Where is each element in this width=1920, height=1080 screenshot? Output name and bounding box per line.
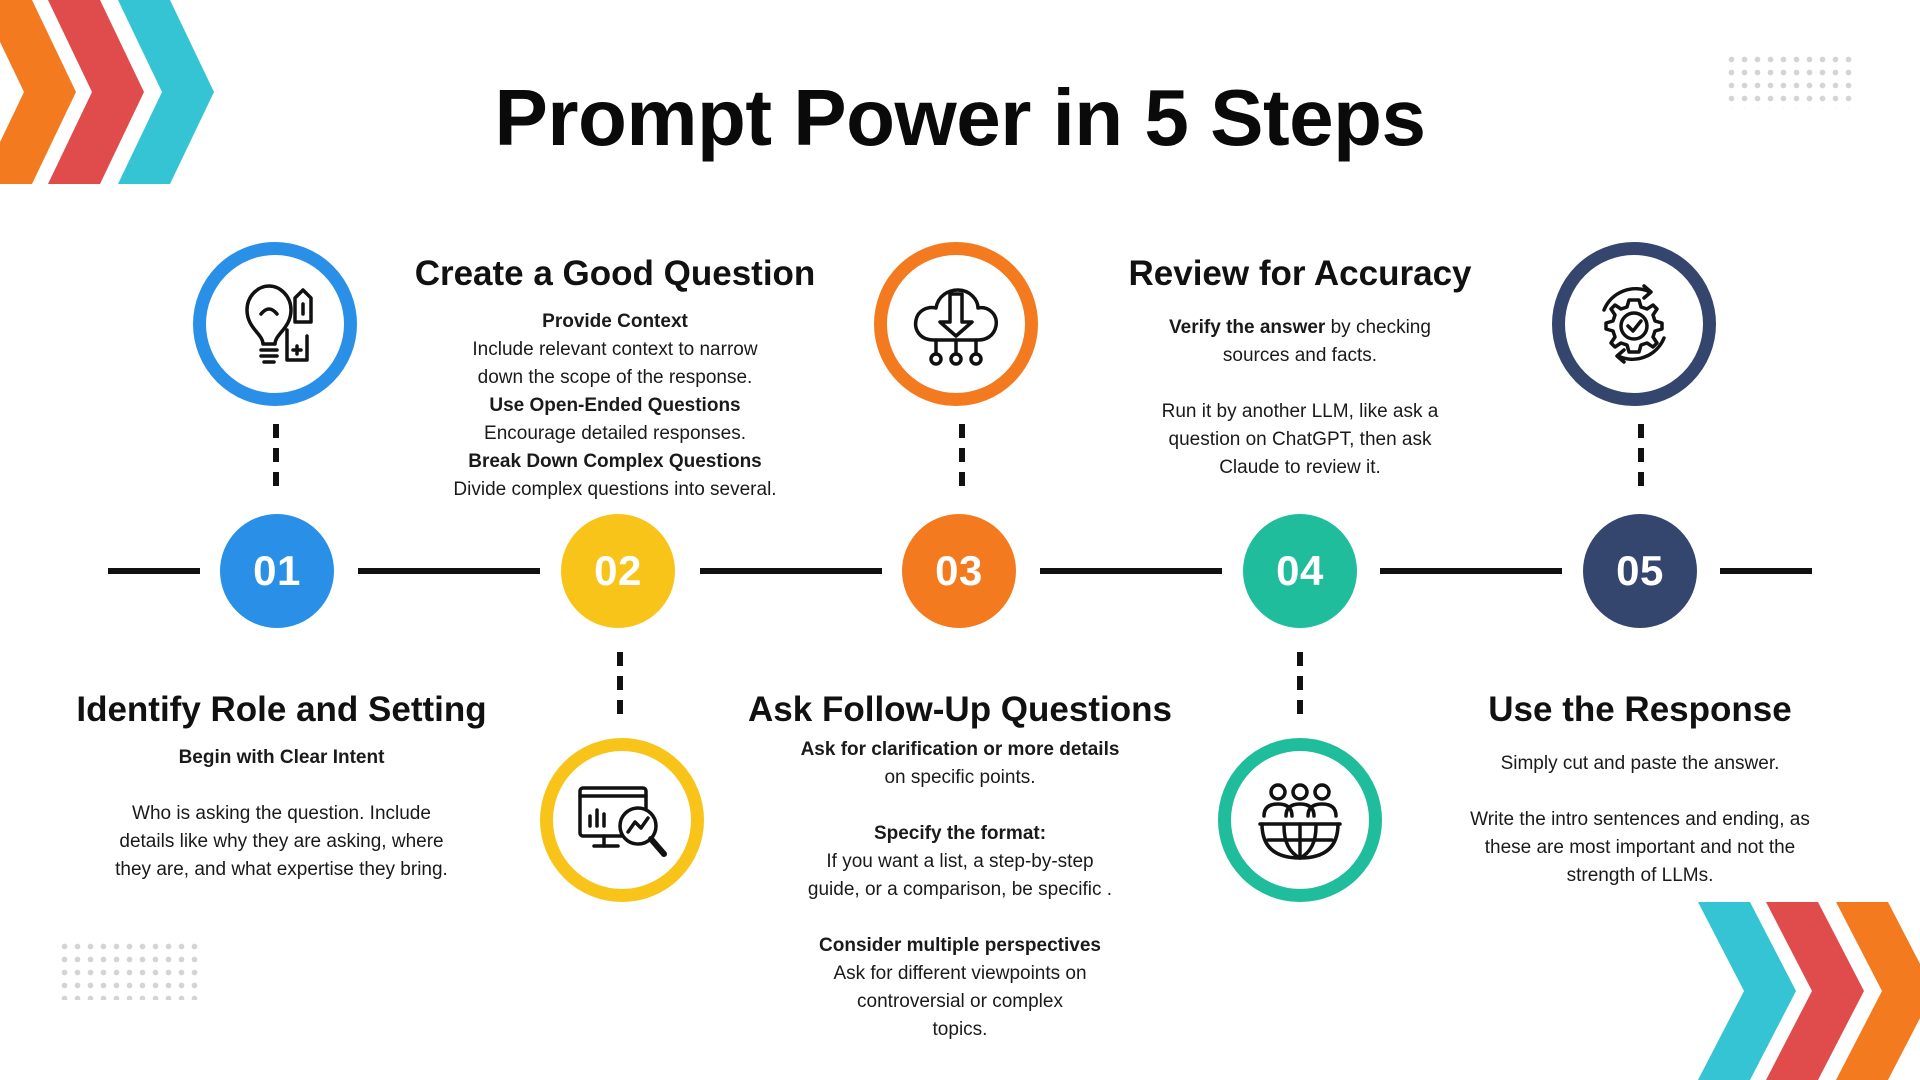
step-03-heading: Ask Follow-Up Questions bbox=[748, 690, 1172, 729]
step-02-heading: Create a Good Question bbox=[414, 254, 816, 293]
step-02-point-2-text: Encourage detailed responses. bbox=[484, 423, 746, 444]
step-02-point-3-label: Break Down Complex Questions bbox=[468, 451, 762, 472]
step-03-para-3-text: Ask for different viewpoints on controve… bbox=[833, 963, 1087, 1040]
step-04-heading: Review for Accuracy bbox=[1128, 254, 1472, 293]
step-05-para-1: Simply cut and paste the answer. bbox=[1500, 753, 1780, 774]
step-02-block: Create a Good Question Provide Context I… bbox=[400, 254, 830, 504]
step-03-para-2-text: If you want a list, a step-by-step guide… bbox=[807, 851, 1113, 900]
step-01-body: Who is asking the question. Include deta… bbox=[115, 803, 448, 880]
gear-check-cycle-icon bbox=[1602, 284, 1666, 364]
step-01-subheading: Begin with Clear Intent bbox=[178, 747, 385, 768]
dot-grid-decoration-bottom-left bbox=[58, 940, 201, 1000]
step-02-point-3-text: Divide complex questions into several. bbox=[453, 479, 777, 500]
timeline-line-segment bbox=[1040, 568, 1222, 574]
page-title: Prompt Power in 5 Steps bbox=[494, 73, 1426, 162]
timeline-line-segment bbox=[358, 568, 540, 574]
cloud-download-icon bbox=[913, 288, 998, 366]
timeline-line-segment bbox=[1380, 568, 1562, 574]
step-05-icon-ring bbox=[1552, 242, 1716, 406]
step-03-para-3-label: Consider multiple perspectives bbox=[819, 935, 1101, 956]
step-03-para-1-rest: on specific points. bbox=[884, 767, 1036, 788]
step-01-icon-ring bbox=[193, 242, 357, 406]
analytics-magnifier-icon bbox=[578, 786, 667, 857]
step-03-para-2-label: Specify the format: bbox=[873, 823, 1047, 844]
chevron-decoration-bottom-right bbox=[1698, 902, 1920, 1080]
step-02-point-2-label: Use Open-Ended Questions bbox=[489, 395, 741, 416]
step-02-point-1-label: Provide Context bbox=[542, 311, 688, 332]
step-03-para-1-bold: Ask for clarification or more details bbox=[800, 739, 1120, 760]
step-01-block: Identify Role and Setting Begin with Cle… bbox=[60, 690, 503, 884]
step-05-block: Use the Response Simply cut and paste th… bbox=[1440, 690, 1840, 890]
step-03-para-1: Ask for clarification or more details on… bbox=[742, 736, 1178, 792]
timeline-line-segment bbox=[108, 568, 200, 574]
step-04-para-1-rest: by checking sources and facts. bbox=[1222, 317, 1431, 366]
step-number-04: 04 bbox=[1243, 514, 1357, 628]
step-05-heading: Use the Response bbox=[1488, 690, 1792, 729]
dashed-connector bbox=[617, 652, 623, 718]
lightbulb-pen-icon bbox=[245, 284, 313, 364]
dot-grid-decoration-top-right bbox=[1725, 53, 1855, 109]
step-04-block: Review for Accuracy Verify the answer by… bbox=[1100, 254, 1500, 482]
dashed-connector bbox=[1638, 424, 1644, 490]
dashed-connector bbox=[273, 424, 279, 490]
step-02-point-1-text: Include relevant context to narrow down … bbox=[472, 339, 758, 388]
step-04-para-2: Run it by another LLM, like ask a questi… bbox=[1161, 401, 1439, 478]
step-number-02: 02 bbox=[561, 514, 675, 628]
step-number-03: 03 bbox=[902, 514, 1016, 628]
step-02-icon-ring bbox=[540, 738, 704, 902]
step-04-icon-ring bbox=[1218, 738, 1382, 902]
chevron-decoration-top-left bbox=[0, 0, 214, 184]
dashed-connector bbox=[1297, 652, 1303, 718]
step-01-heading: Identify Role and Setting bbox=[76, 690, 487, 729]
timeline-line-segment bbox=[700, 568, 882, 574]
step-03-icon-ring bbox=[874, 242, 1038, 406]
timeline-line-segment bbox=[1720, 568, 1812, 574]
step-04-para-1: Verify the answer by checking sources an… bbox=[1100, 314, 1500, 370]
step-number-01: 01 bbox=[220, 514, 334, 628]
dashed-connector bbox=[959, 424, 965, 490]
step-04-para-1-bold: Verify the answer bbox=[1169, 317, 1326, 338]
step-number-05: 05 bbox=[1583, 514, 1697, 628]
global-team-icon bbox=[1258, 783, 1342, 860]
step-03-block: Ask Follow-Up Questions Ask for clarific… bbox=[742, 690, 1178, 1044]
step-05-para-2: Write the intro sentences and ending, as… bbox=[1470, 809, 1810, 886]
